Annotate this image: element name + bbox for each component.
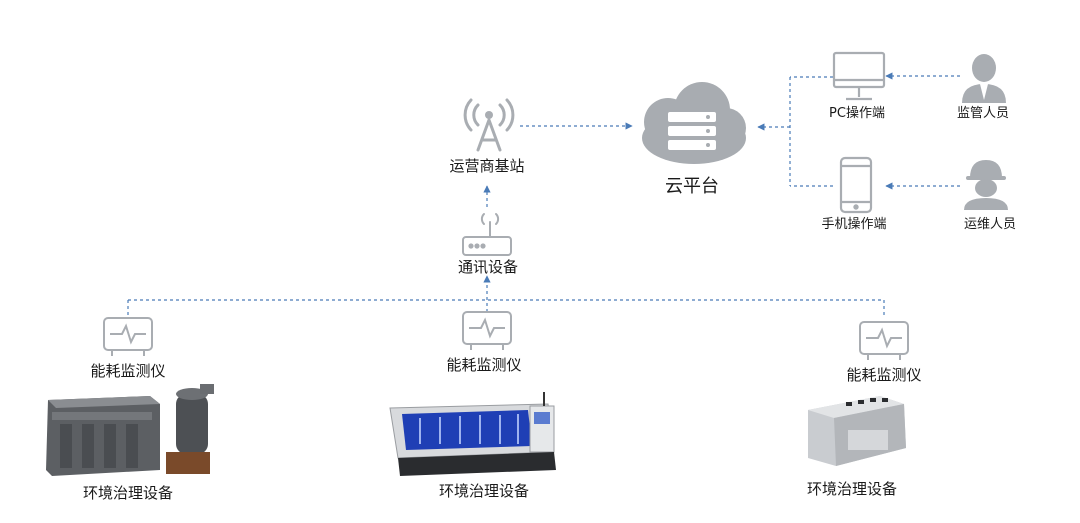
cloud-server-icon bbox=[642, 82, 746, 164]
monitor-right-label: 能耗监测仪 bbox=[846, 366, 922, 384]
connectors bbox=[127, 72, 960, 318]
equipment-image-center bbox=[389, 392, 556, 476]
equipment-image-right bbox=[808, 396, 906, 466]
meter-icon bbox=[859, 321, 909, 360]
comm-device-label: 通讯设备 bbox=[457, 258, 519, 276]
person-icon bbox=[962, 54, 1006, 103]
meter-icon bbox=[103, 317, 153, 356]
smartphone-icon bbox=[839, 156, 873, 214]
mobile-terminal-label: 手机操作端 bbox=[821, 217, 887, 232]
supervisor-label: 监管人员 bbox=[956, 106, 1010, 121]
equipment-right-label: 环境治理设备 bbox=[806, 480, 898, 498]
pc-terminal-label: PC操作端 bbox=[829, 106, 885, 121]
worker-icon bbox=[964, 160, 1008, 210]
equipment-center-label: 环境治理设备 bbox=[438, 482, 530, 500]
maintenance-label: 运维人员 bbox=[963, 217, 1017, 232]
router-icon bbox=[462, 213, 512, 256]
monitor-left-label: 能耗监测仪 bbox=[90, 362, 166, 380]
base-station-label: 运营商基站 bbox=[449, 157, 525, 175]
cloud-label: 云平台 bbox=[665, 176, 719, 197]
monitor-center-label: 能耗监测仪 bbox=[446, 356, 522, 374]
monitor-icon bbox=[832, 51, 886, 101]
antenna-tower-icon bbox=[463, 98, 515, 152]
equipment-image-left bbox=[46, 384, 214, 476]
equipment-left-label: 环境治理设备 bbox=[82, 484, 174, 502]
meter-icon bbox=[462, 311, 512, 350]
